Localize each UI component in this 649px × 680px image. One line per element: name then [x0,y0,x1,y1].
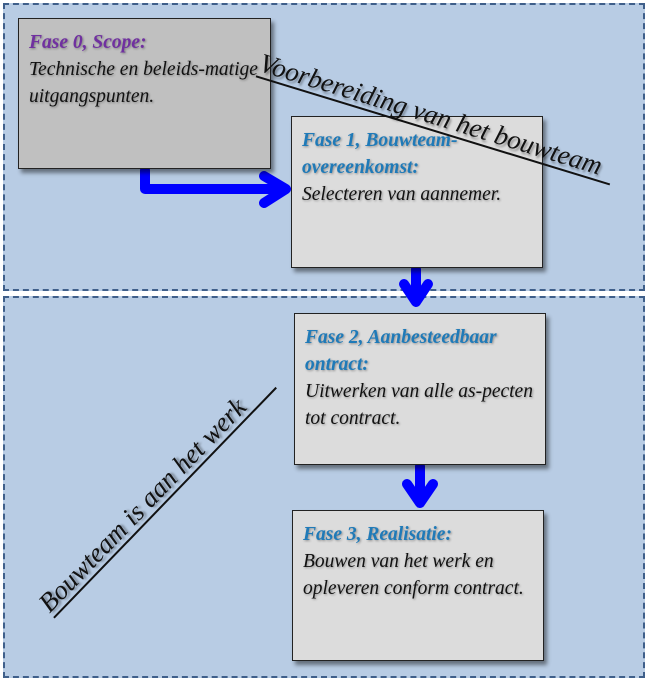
phase-0-box: Fase 0, Scope: Technische en beleids-mat… [18,18,271,169]
phase-0-title: Fase 0, Scope: [29,32,147,53]
phase-3-box: Fase 3, Realisatie: Bouwen van het werk … [292,510,544,661]
phase-2-box: Fase 2, Aanbesteedbaar ontract: Uitwerke… [294,313,546,465]
phase-1-title: Fase 1, Bouwteam-overeenkomst: [302,130,458,178]
arrow-phase2-to-phase3 [402,461,438,508]
phase-2-title: Fase 2, Aanbesteedbaar ontract: [305,327,497,375]
arrow-phase0-to-phase1 [140,165,291,208]
phase-2-text: Uitwerken van alle as-pecten tot contrac… [305,381,533,429]
phase-3-text: Bouwen van het werk en opleveren conform… [303,551,524,599]
phase-3-title: Fase 3, Realisatie: [303,524,452,545]
phase-0-text: Technische en beleids-matige uitgangspun… [29,59,258,107]
phase-1-text: Selecteren van aannemer. [302,184,502,205]
phase-1-box: Fase 1, Bouwteam-overeenkomst: Selectere… [291,116,543,268]
arrow-phase1-to-phase2 [399,264,433,307]
